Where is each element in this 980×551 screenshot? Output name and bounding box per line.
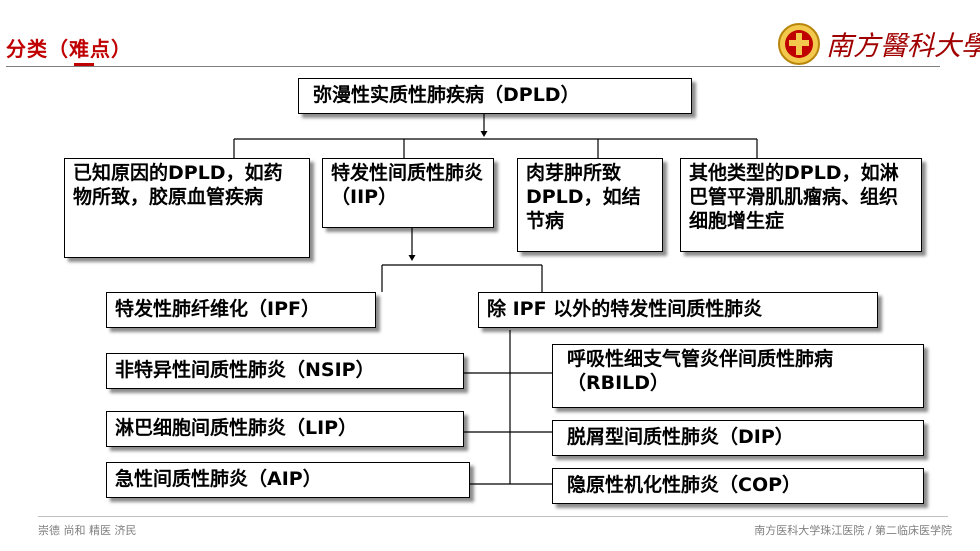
- node-non-ipf-iip: 除 IPF 以外的特发性间质性肺炎: [478, 292, 878, 328]
- page-title: 分类（难点）: [6, 37, 132, 61]
- node-nsip: 非特异性间质性肺炎（NSIP）: [106, 353, 464, 389]
- title-accent-bar: [74, 63, 94, 67]
- node-dip-label: 脱屑型间质性肺炎（DIP）: [567, 426, 794, 448]
- footer-institution: 南方医科大学珠江医院 / 第二临床医学院: [754, 524, 952, 537]
- node-granuloma-dpld: 肉芽肿所致DPLD，如结节病: [517, 158, 663, 252]
- node-cop: 隐原性机化性肺炎（COP）: [552, 468, 924, 504]
- node-dip: 脱屑型间质性肺炎（DIP）: [552, 420, 924, 456]
- root-node-dpld: 弥漫性实质性肺疾病（DPLD）: [298, 78, 692, 114]
- node-rbild: 呼吸性细支气管炎伴间质性肺病（RBILD）: [552, 344, 924, 408]
- node-lip: 淋巴细胞间质性肺炎（LIP）: [106, 411, 464, 447]
- node-aip-label: 急性间质性肺炎（AIP）: [115, 468, 322, 490]
- node-known-cause-label: 已知原因的DPLD，如药物所致，胶原血管疾病: [73, 162, 283, 208]
- node-known-cause-dpld: 已知原因的DPLD，如药物所致，胶原血管疾病: [64, 158, 310, 258]
- node-lip-label: 淋巴细胞间质性肺炎（LIP）: [115, 417, 358, 439]
- node-other-dpld: 其他类型的DPLD，如淋巴管平滑肌肌瘤病、组织细胞增生症: [680, 158, 922, 252]
- node-aip: 急性间质性肺炎（AIP）: [106, 462, 470, 498]
- university-emblem-icon: [778, 23, 820, 65]
- footer-divider: [38, 516, 948, 517]
- node-iip-label: 特发性间质性肺炎（IIP）: [331, 162, 484, 208]
- node-iip: 特发性间质性肺炎（IIP）: [322, 158, 494, 228]
- node-nsip-label: 非特异性间质性肺炎（NSIP）: [115, 359, 375, 381]
- node-ipf: 特发性肺纤维化（IPF）: [106, 292, 376, 328]
- node-non-ipf-label: 除 IPF 以外的特发性间质性肺炎: [487, 298, 763, 320]
- footer-motto: 崇德 尚和 精医 济民: [38, 524, 137, 537]
- title-divider: [6, 66, 940, 67]
- root-node-label: 弥漫性实质性肺疾病（DPLD）: [313, 84, 580, 106]
- node-other-label: 其他类型的DPLD，如淋巴管平滑肌肌瘤病、组织细胞增生症: [689, 162, 899, 232]
- node-granuloma-label: 肉芽肿所致DPLD，如结节病: [526, 162, 641, 232]
- node-rbild-label: 呼吸性细支气管炎伴间质性肺病（RBILD）: [567, 348, 834, 394]
- node-ipf-label: 特发性肺纤维化（IPF）: [115, 298, 320, 320]
- university-logo-text: 南方醫科大學: [826, 31, 980, 62]
- node-cop-label: 隐原性机化性肺炎（COP）: [567, 474, 802, 496]
